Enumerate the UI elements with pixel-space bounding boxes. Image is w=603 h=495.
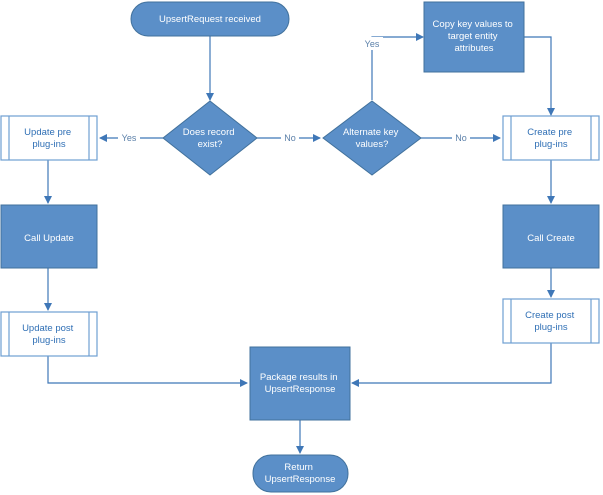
decision-record-exists: Does record exist? xyxy=(162,100,258,176)
start-terminator: UpsertRequest received xyxy=(130,1,290,37)
connector-create-post-to-package xyxy=(351,343,552,387)
subprocess-create-post-plugins: Create post plug-ins xyxy=(502,298,600,344)
end-terminator: Return UpsertResponse xyxy=(252,454,349,493)
decision-record-exists-label: Does record exist? xyxy=(183,127,237,150)
subprocess-create-post-label: Create post plug-ins xyxy=(525,310,577,333)
edge-label-yes-copy: Yes xyxy=(365,39,380,49)
subprocess-update-post-label: Update post plug-ins xyxy=(22,323,76,346)
connector-copy-to-create-pre xyxy=(524,36,555,116)
edge-label-no-alternate: No xyxy=(284,133,296,143)
decision-alternate-key-label: Alternate key values? xyxy=(343,127,401,150)
process-call-update-label: Call Update xyxy=(24,233,74,244)
connector-update-post-to-package xyxy=(47,356,248,387)
edge-labels: Yes No No Yes xyxy=(118,37,470,144)
process-call-create-label: Call Create xyxy=(527,233,575,244)
subprocess-update-pre-plugins: Update pre plug-ins xyxy=(0,115,98,161)
start-label: UpsertRequest received xyxy=(159,14,261,25)
edge-label-no-create: No xyxy=(455,133,467,143)
process-copy-key-values-label: Copy key values to target entity attribu… xyxy=(433,19,516,54)
edge-label-yes-update: Yes xyxy=(122,133,137,143)
process-package-results: Package results in UpsertResponse xyxy=(249,346,351,421)
process-call-create: Call Create xyxy=(502,204,600,269)
process-copy-key-values: Copy key values to target entity attribu… xyxy=(423,1,525,73)
subprocess-update-pre-label: Update pre plug-ins xyxy=(24,127,74,150)
subprocess-update-post-plugins: Update post plug-ins xyxy=(0,311,98,357)
subprocess-create-pre-label: Create pre plug-ins xyxy=(527,127,575,150)
process-package-results-label: Package results in UpsertResponse xyxy=(260,372,340,395)
end-label: Return UpsertResponse xyxy=(265,462,336,485)
decision-alternate-key: Alternate key values? xyxy=(322,100,422,176)
process-call-update: Call Update xyxy=(0,204,98,269)
subprocess-create-pre-plugins: Create pre plug-ins xyxy=(502,115,600,161)
